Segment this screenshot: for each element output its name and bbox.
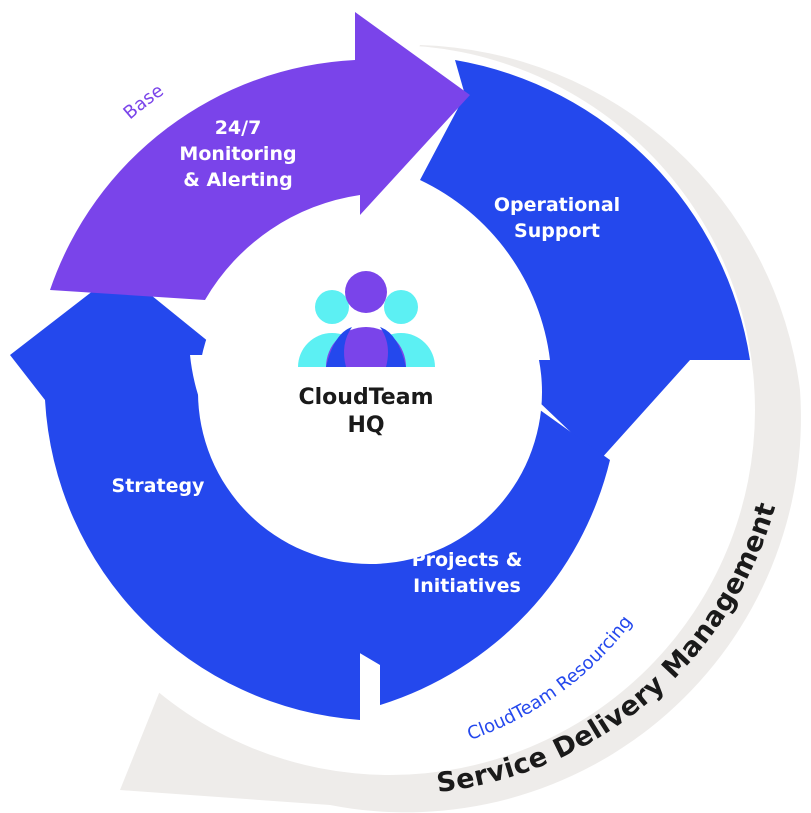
projects-label-line2: Initiatives [413, 575, 521, 597]
center-circle [198, 220, 542, 564]
operational-label-line2: Support [514, 220, 600, 242]
center-title-line1: CloudTeam [299, 385, 434, 410]
strategy-arrow [10, 270, 360, 720]
monitoring-label-line2: Monitoring [179, 143, 296, 165]
base-arc-label: Base [120, 80, 168, 124]
monitoring-alerting-arrow [50, 12, 470, 300]
strategy-label: Strategy [112, 475, 206, 497]
projects-label-line1: Projects & [412, 549, 523, 571]
operational-label-line1: Operational [494, 194, 620, 216]
monitoring-label-line3: & Alerting [183, 169, 292, 191]
team-people-icon [298, 271, 435, 367]
center-title-line2: HQ [347, 413, 384, 438]
monitoring-label-line1: 24/7 [215, 117, 262, 139]
